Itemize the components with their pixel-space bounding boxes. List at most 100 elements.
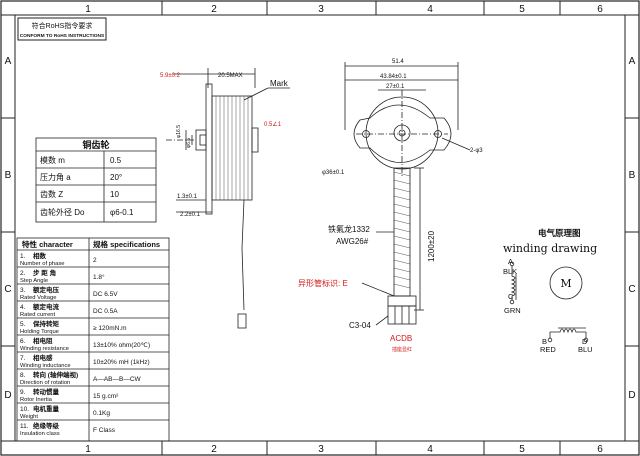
spec-head-specifications: 规格 specifications: [93, 239, 160, 249]
front-body-dia: φ36±0.1: [322, 170, 345, 176]
row-letter-c-right: C: [628, 284, 635, 295]
gear-row-label: 齿轮外径 Do: [40, 207, 85, 217]
spec-table: [16, 237, 170, 442]
front-connector-note: 插座显红: [392, 346, 412, 353]
spec-row-value: F Class: [93, 427, 116, 434]
wire-c-letter: C: [508, 292, 514, 301]
rohs-stamp-en: CONFORM TO RoHS INSTRUCTIONS: [20, 33, 105, 39]
col-num-5-bottom: 5: [519, 444, 525, 455]
col-num-1: 1: [85, 4, 91, 15]
spec-row-label-en: Number of phase: [20, 261, 64, 267]
gear-row-value: 0.5: [110, 156, 122, 165]
spec-row-value: 2: [93, 257, 97, 264]
spec-row-label-cn: 步 距 角: [33, 268, 56, 277]
spec-row-number: 9.: [20, 389, 26, 396]
front-dim-inner: 27±0.1: [386, 84, 405, 90]
side-dim-left-2: φ6.5: [186, 138, 192, 148]
front-dim-mount: 43.84±0.1: [380, 74, 407, 80]
front-connector-pins: ACDB: [390, 334, 412, 343]
spec-row-label-cn: 额定电流: [33, 302, 60, 311]
row-letter-a: A: [5, 56, 12, 67]
row-letter-a-right: A: [629, 56, 636, 67]
col-num-1-bottom: 1: [85, 444, 91, 455]
winding-drawing: [509, 261, 589, 343]
spec-row-label-en: Winding resistance: [20, 346, 69, 352]
spec-head-character: 特性 character: [22, 239, 73, 249]
front-connector-label: C3-04: [349, 321, 371, 330]
wire-b-letter: B: [542, 337, 547, 346]
col-num-6: 6: [597, 4, 603, 15]
row-letter-b-right: B: [629, 170, 636, 181]
col-num-6-bottom: 6: [597, 444, 603, 455]
spec-row-label-en: Rated current: [20, 312, 56, 318]
gear-row-label: 压力角 a: [40, 172, 71, 182]
front-sleeve-label: 异形管标识: E: [298, 278, 348, 288]
spec-row-label-cn: 相电阻: [33, 336, 53, 345]
side-dim-shaft-length: 5.9±0.2: [160, 73, 181, 79]
spec-row-value: DC 6.5V: [93, 291, 118, 298]
side-view: [166, 68, 290, 329]
spec-row-number: 4.: [20, 304, 26, 311]
spec-row-value: 13±10% ohm(20℃): [93, 342, 150, 349]
row-dividers: [1, 117, 639, 347]
spec-row-number: 10.: [20, 406, 29, 413]
front-view: [344, 62, 471, 326]
winding-motor-label: M: [560, 277, 571, 290]
gear-table: [35, 137, 157, 223]
col-num-4: 4: [427, 4, 433, 15]
spec-row-value: A—AB—B—CW: [93, 376, 142, 383]
spec-row-label-cn: 电机重量: [33, 404, 60, 413]
col-num-2-bottom: 2: [211, 444, 217, 455]
spec-row-label-cn: 相数: [33, 251, 47, 260]
wire-b-color: RED: [540, 345, 556, 354]
spec-row-label-en: Winding inductance: [20, 363, 71, 369]
row-letter-d: D: [4, 390, 11, 401]
spec-row-label-en: Insulation class: [20, 431, 60, 437]
spec-row-number: 1.: [20, 253, 26, 260]
winding-title-cn: 电气原理图: [538, 228, 581, 238]
spec-row-value: 10±20% mH (1kHz): [93, 359, 150, 366]
spec-row-number: 3.: [20, 287, 26, 294]
spec-row-number: 7.: [20, 355, 26, 362]
front-hole-label: 2-φ3: [470, 148, 483, 154]
row-letters: A B C D A B C D: [4, 56, 635, 401]
spec-row-number: 5.: [20, 321, 26, 328]
row-letter-b: B: [5, 170, 12, 181]
spec-row-label-en: Holding Torque: [20, 329, 59, 335]
col-num-4-bottom: 4: [427, 444, 433, 455]
spec-row-number: 2.: [20, 270, 26, 277]
col-num-2: 2: [211, 4, 217, 15]
side-dim-bottom-1: 1.3±0.1: [177, 194, 198, 200]
spec-row-label-en: Rated Voltage: [20, 295, 56, 301]
gear-row-value: 10: [110, 190, 119, 199]
side-dim-left-1: φ16.5: [176, 125, 182, 138]
col-num-3-bottom: 3: [318, 444, 324, 455]
gear-row-value: 20°: [110, 173, 122, 182]
gear-table-rows: 模数 m 0.5 压力角 a 20° 齿数 Z 10 齿轮外径 Do φ6-0.…: [40, 155, 134, 217]
spec-row-label-en: Direction of rotation: [20, 380, 70, 386]
spec-row-label-en: Rotor Inertia: [20, 397, 53, 403]
side-dim-shaft-right: 0.5∠1: [264, 121, 282, 128]
front-dim-overall: 51.4: [392, 59, 404, 65]
front-cable-cn: 铁氟龙1332: [328, 224, 370, 234]
wire-a-color: BLK: [503, 267, 517, 276]
gear-row-label: 模数 m: [40, 155, 65, 165]
wire-d-color: BLU: [578, 345, 593, 354]
gear-row-value: φ6-0.1: [110, 208, 134, 217]
column-numbers: 1 2 3 4 5 6 1 2 3 4 5 6: [85, 4, 603, 455]
spec-row-label-en: Weight: [20, 414, 38, 420]
spec-row-number: 8.: [20, 372, 26, 379]
col-num-3: 3: [318, 4, 324, 15]
spec-row-label-cn: 转向 (轴伸端视): [33, 370, 78, 379]
row-letter-d-right: D: [628, 390, 635, 401]
side-dim-body-length: 20.5MAX: [218, 73, 243, 79]
spec-row-number: 6.: [20, 338, 26, 345]
spec-row-label-en: Step Angle: [20, 278, 48, 284]
spec-row-value: DC 0.5A: [93, 308, 118, 315]
spec-row-label-cn: 额定电压: [33, 285, 60, 294]
wire-a-letter: A: [508, 257, 513, 266]
winding-wire-labels: A BLK C GRN B RED D BLU: [503, 257, 593, 354]
gear-row-label: 齿数 Z: [40, 189, 63, 199]
spec-row-value: 1.8°: [93, 273, 105, 281]
